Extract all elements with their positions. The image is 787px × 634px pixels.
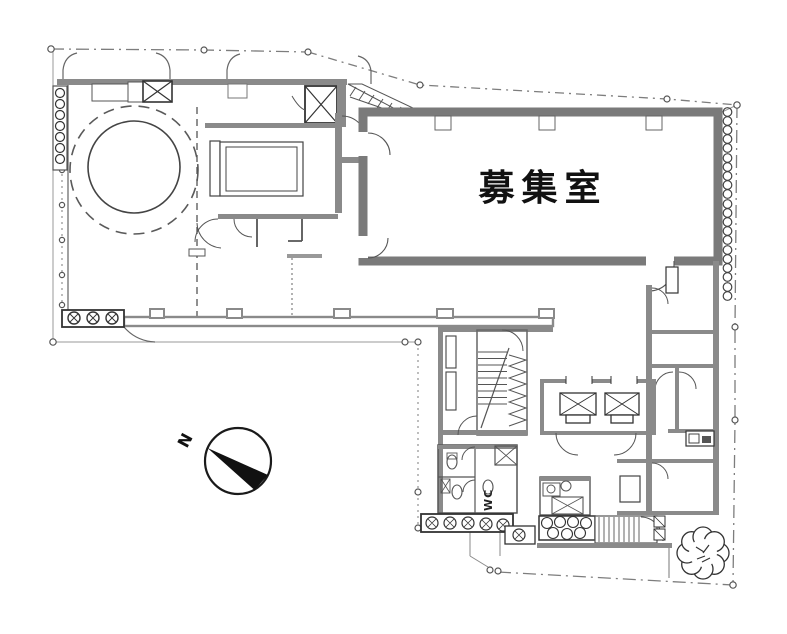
main-staircase — [476, 329, 528, 436]
left-louver — [52, 85, 68, 171]
vacancy-room-outline — [358, 107, 723, 266]
curb-curves — [62, 52, 372, 343]
shaft-x-icon — [142, 80, 173, 103]
wc-label: WC — [482, 489, 495, 511]
boundary-survey-markers — [47, 45, 741, 589]
duct-box — [685, 430, 715, 447]
pantry-block — [539, 476, 591, 516]
vacancy-room-label: 募集室 — [477, 168, 607, 209]
upper-wing — [52, 79, 555, 328]
lower-wing: WC — [437, 327, 591, 516]
vacancy-room-columns — [434, 115, 663, 131]
compass-north-label: N — [174, 430, 197, 451]
compass: N — [174, 426, 273, 496]
right-wing-door-swings — [651, 287, 697, 480]
compass-needle — [207, 448, 268, 490]
hedge-loops — [722, 107, 733, 301]
equipment-tub — [209, 140, 304, 197]
round-feature — [69, 105, 199, 235]
right-wing — [617, 261, 719, 515]
gate-posts — [653, 515, 666, 541]
exterior-stair-bottom — [594, 515, 664, 544]
shaft-x-icon — [304, 85, 338, 124]
elevator-car-icon — [559, 392, 597, 424]
vacancy-room: 募集室 — [358, 107, 723, 292]
bottom-planters — [420, 513, 596, 545]
elevator-car-icon — [604, 392, 640, 424]
wc-block — [437, 444, 518, 514]
planter-strip — [61, 309, 125, 328]
wall-pilasters — [149, 308, 555, 319]
elevator-bank — [540, 376, 656, 456]
tree-icon — [676, 526, 730, 580]
